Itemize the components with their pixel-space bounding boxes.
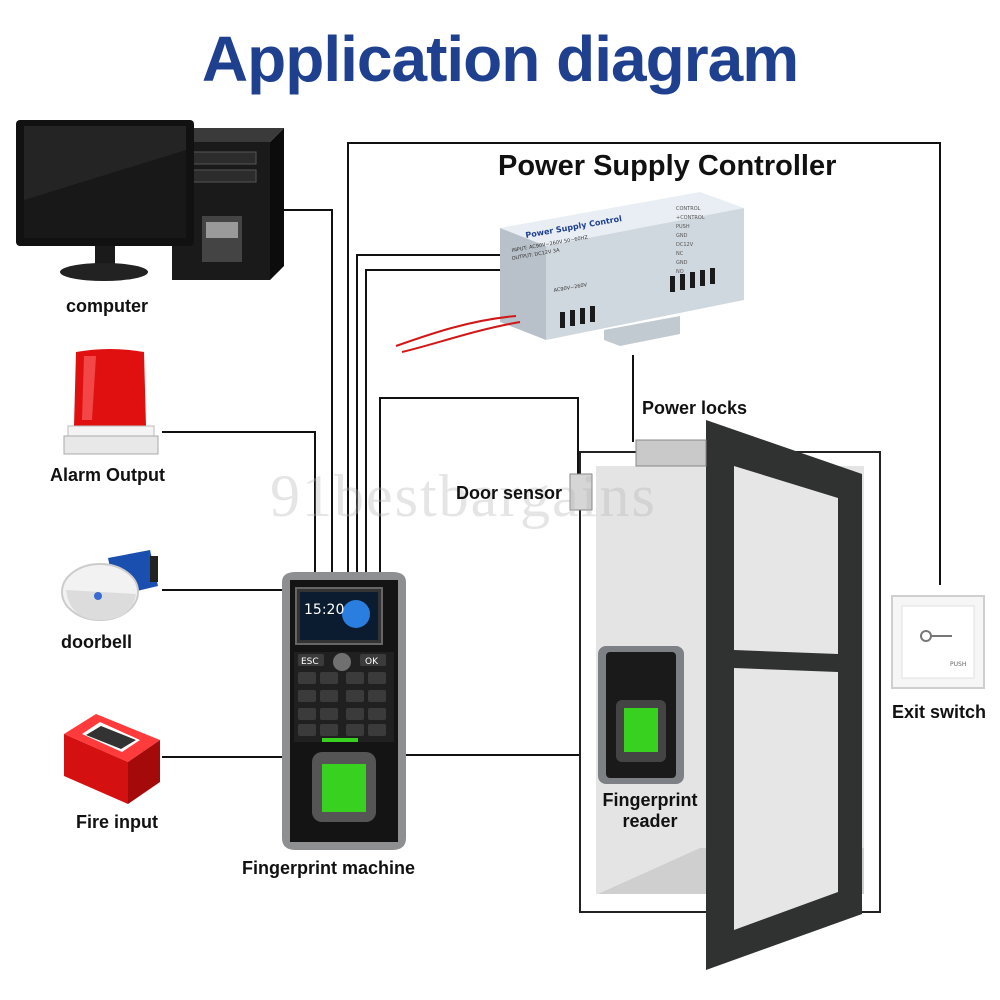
fingerprint-reader-label-line1: Fingerprint bbox=[602, 790, 698, 810]
esc-key-text: ESC bbox=[301, 657, 319, 667]
wire-psc-2 bbox=[365, 269, 512, 578]
exit-switch-icon: PUSH bbox=[891, 595, 985, 689]
wires bbox=[162, 142, 941, 758]
psc-terminal-label: +CONTROL bbox=[676, 215, 705, 221]
clock-text: 15:20 bbox=[304, 602, 344, 618]
psc-terminal-labels: CONTROL +CONTROL PUSH GND DC12V NC GND NO bbox=[676, 206, 705, 275]
psc-range-text: AC90V~260V bbox=[553, 282, 588, 294]
fingerprint-reader-label: Fingerprint reader bbox=[598, 790, 702, 832]
wire-door-sensor bbox=[379, 397, 579, 578]
doorbell-label: doorbell bbox=[61, 632, 132, 652]
computer-label: computer bbox=[66, 296, 149, 316]
psc-terminal-label: NO bbox=[676, 269, 684, 275]
wire-psc-1 bbox=[356, 254, 512, 578]
fingerprint-machine-icon: 15:20 ESC OK bbox=[282, 572, 406, 850]
psc-terminal-label: DC12V bbox=[676, 242, 694, 248]
fire-alarm-icon bbox=[64, 714, 160, 804]
watermark: 91bestbargains bbox=[270, 463, 657, 529]
page-title: Application diagram bbox=[201, 23, 799, 95]
fingerprint-reader-icon bbox=[598, 646, 684, 784]
exit-switch-label: Exit switch bbox=[892, 702, 987, 722]
alarm-output-label: Alarm Output bbox=[50, 465, 165, 485]
psc-terminal-label: CONTROL bbox=[676, 206, 701, 212]
power-supply-controller-label: Power Supply Controller bbox=[498, 150, 837, 182]
ok-key-text: OK bbox=[365, 657, 379, 667]
wire-computer bbox=[276, 209, 333, 578]
psc-terminal-label: PUSH bbox=[676, 224, 690, 230]
wire-alarm bbox=[162, 431, 316, 578]
push-text: PUSH bbox=[950, 661, 966, 668]
psc-terminal-label: GND bbox=[676, 233, 688, 239]
psc-terminal-label: GND bbox=[676, 260, 688, 266]
door-sensor-label: Door sensor bbox=[456, 483, 563, 503]
fire-input-label: Fire input bbox=[76, 812, 158, 832]
alarm-icon bbox=[63, 349, 159, 455]
fingerprint-machine-label: Fingerprint machine bbox=[242, 858, 416, 878]
computer-icon bbox=[16, 120, 284, 281]
psc-terminal-label: NC bbox=[676, 251, 684, 257]
power-locks-label: Power locks bbox=[642, 398, 748, 418]
fingerprint-reader-label-line2: reader bbox=[622, 811, 678, 831]
doorbell-icon bbox=[61, 550, 158, 621]
wire-exit-switch bbox=[347, 142, 941, 585]
